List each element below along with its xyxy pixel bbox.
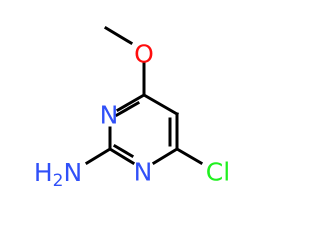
amine-hydrogen: H xyxy=(34,158,53,187)
nitrogen-top-atom-label: N xyxy=(100,101,119,130)
amine-nitrogen: N xyxy=(63,158,82,187)
bond-n1-c2 xyxy=(107,146,136,166)
molecule-diagram: O N N Cl H2N xyxy=(34,25,230,192)
bond-methyl-oxygen xyxy=(103,25,134,46)
bond-c4-n3 xyxy=(115,92,147,113)
amine-group-label: H2N xyxy=(34,158,82,191)
bond-n1-c2-double xyxy=(112,143,135,159)
bond-c2-amine xyxy=(84,146,113,166)
bond-c4-n3-double xyxy=(114,100,141,118)
bond-c6-n1 xyxy=(151,146,180,166)
bond-c6-chlorine xyxy=(174,146,204,166)
nitrogen-bottom-atom-label: N xyxy=(134,158,153,187)
chlorine-atom-label: Cl xyxy=(206,158,230,187)
amine-subscript: 2 xyxy=(53,171,64,191)
atom-labels: O N N Cl H2N xyxy=(34,40,230,192)
bonds xyxy=(84,25,204,166)
bond-c4-c5 xyxy=(141,92,180,117)
oxygen-atom-label: O xyxy=(134,40,154,69)
